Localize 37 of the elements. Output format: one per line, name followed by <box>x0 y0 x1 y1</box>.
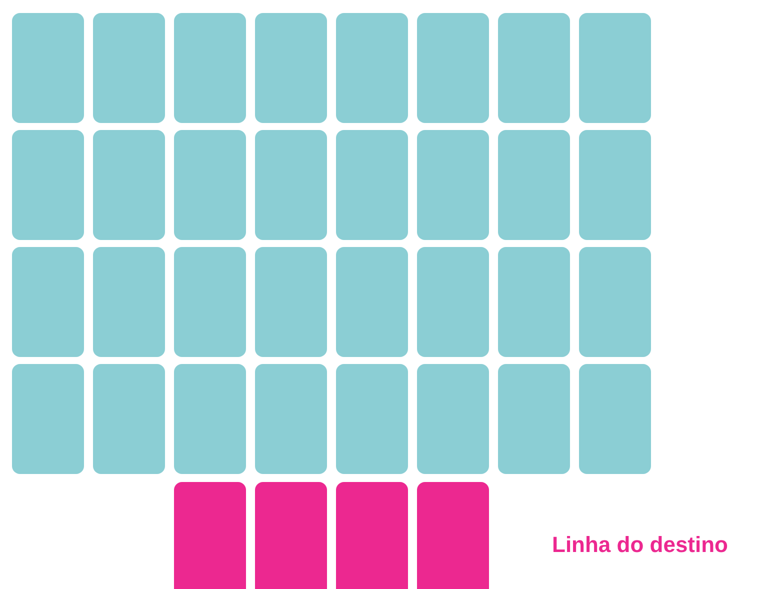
card-shape <box>255 130 327 240</box>
card-shape <box>336 364 408 474</box>
card-shape <box>417 130 489 240</box>
card-shape <box>255 13 327 123</box>
card-shape <box>417 364 489 474</box>
card-shape <box>174 364 246 474</box>
card-shape <box>93 130 165 240</box>
card-shape <box>498 364 570 474</box>
card-shape <box>174 130 246 240</box>
card-shape <box>174 482 246 589</box>
card-shape <box>579 364 651 474</box>
card-shape <box>93 364 165 474</box>
card-shape <box>336 482 408 589</box>
card-shape <box>174 247 246 357</box>
card-shape <box>255 482 327 589</box>
card-shape <box>255 247 327 357</box>
card-shape <box>417 13 489 123</box>
card-shape <box>255 364 327 474</box>
card-shape <box>498 130 570 240</box>
card-shape <box>417 482 489 589</box>
card-shape <box>336 247 408 357</box>
card-shape <box>93 247 165 357</box>
card-shape <box>174 13 246 123</box>
card-shape <box>498 247 570 357</box>
card-shape <box>12 130 84 240</box>
card-shape <box>12 364 84 474</box>
card-shape <box>12 247 84 357</box>
card-shape <box>417 247 489 357</box>
card-shape <box>336 13 408 123</box>
row-label: Linha do destino <box>552 532 728 558</box>
card-shape <box>498 13 570 123</box>
card-shape <box>579 247 651 357</box>
card-shape <box>579 13 651 123</box>
card-shape <box>93 13 165 123</box>
card-shape <box>12 13 84 123</box>
card-shape <box>336 130 408 240</box>
card-shape <box>579 130 651 240</box>
